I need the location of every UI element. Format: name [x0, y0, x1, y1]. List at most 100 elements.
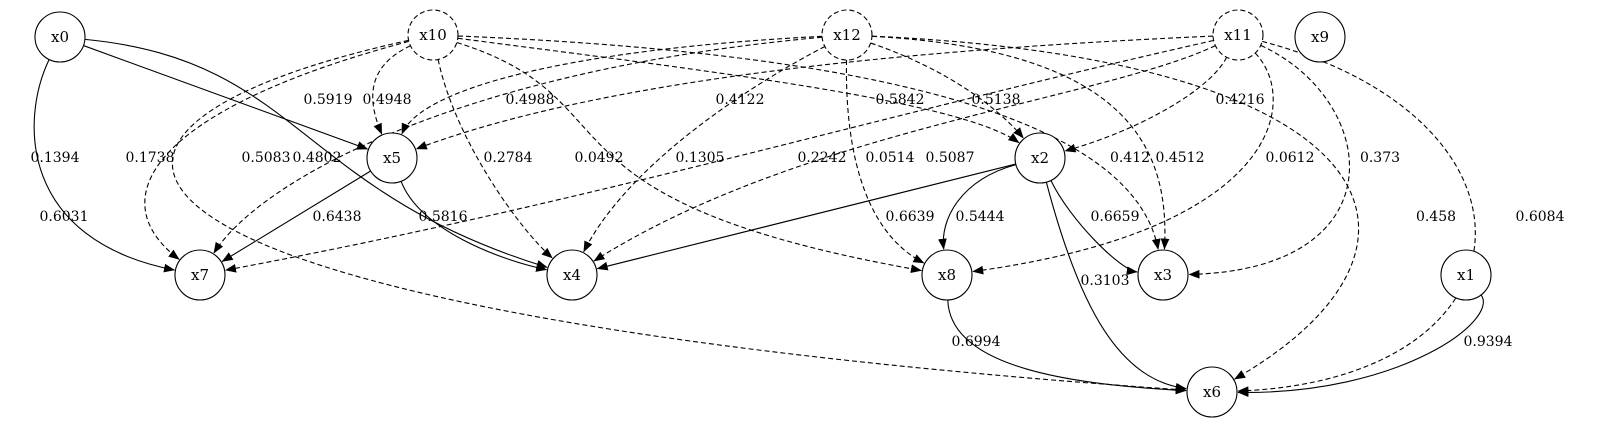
- node-circle-x6: [1186, 366, 1238, 418]
- edge-weight-label-x0-x5: 0.5919: [304, 92, 353, 108]
- node-label-x1: x1: [1457, 266, 1475, 284]
- edge-weight-label-x8-x6: 0.6994: [952, 334, 1001, 350]
- edge-x0-x4: [84, 38, 548, 269]
- node-label-x8: x8: [938, 266, 956, 284]
- edge-weight-label-x5-x4: 0.5816: [419, 209, 468, 225]
- edge-x2-x8: [938, 164, 1017, 250]
- edge-x11-x7: [225, 39, 1214, 273]
- node-circle-x11: [1212, 9, 1264, 61]
- edge-weight-label-x10-x8: 0.0492: [575, 150, 624, 166]
- node-label-x7: x7: [191, 266, 209, 284]
- edge-x12-x8: [845, 59, 925, 264]
- node-circle-x10: [407, 9, 459, 61]
- edge-weight-label-x0-x7: 0.1394: [31, 150, 80, 166]
- edge-x0-x7: [33, 59, 176, 273]
- node-layer: x0 x10 x12 x11 x9 x5 x2 x7 x4 x8 x3 x1 x6: [34, 9, 1492, 418]
- edge-weight-label-x10-x3: 0.412: [1110, 150, 1150, 166]
- edge-weight-label-x10-x6: 0.6031: [40, 209, 89, 225]
- edge-x12-x5: [401, 35, 823, 135]
- node-label-x6: x6: [1203, 383, 1221, 401]
- node-circle-x8: [921, 249, 973, 301]
- node-x11: x11: [1212, 9, 1264, 61]
- edge-x12-x6: [871, 35, 1359, 380]
- node-circle-x1: [1440, 249, 1492, 301]
- edge-weight-label-x10-x2: 0.5842: [876, 92, 925, 108]
- edge-x11-x2: [1064, 57, 1228, 153]
- edge-weight-label-x12-x6: 0.458: [1416, 209, 1456, 225]
- edge-weight-label-x12-x2: 0.5138: [972, 92, 1021, 108]
- node-label-x2: x2: [1031, 149, 1049, 167]
- edge-x5-x4: [400, 181, 548, 272]
- node-circle-x9: [1294, 11, 1346, 63]
- edge-weight-label-x12-x5: 0.4988: [506, 92, 555, 108]
- edge-weight-label-x11-x3: 0.373: [1360, 150, 1400, 166]
- node-x3: x3: [1137, 249, 1189, 301]
- edge-weight-label-x0-x4: 0.4802: [293, 150, 342, 166]
- node-label-x0: x0: [51, 28, 69, 46]
- edge-weight-label-x2-x4: 0.6639: [886, 209, 935, 225]
- node-circle-x5: [366, 132, 418, 184]
- node-label-x3: x3: [1154, 266, 1172, 284]
- node-label-x4: x4: [563, 266, 581, 284]
- node-x10: x10: [407, 9, 459, 61]
- node-label-x10: x10: [419, 26, 447, 44]
- edge-x11-x5: [415, 35, 1214, 150]
- edge-x11-x4: [593, 45, 1216, 262]
- edge-x11-x8: [972, 52, 1274, 275]
- edge-x2-x6: [1045, 182, 1187, 392]
- node-x8: x8: [921, 249, 973, 301]
- edge-weight-label-x5-x7: 0.6438: [313, 209, 362, 225]
- edge-weight-label-x2-x3: 0.6659: [1091, 209, 1140, 225]
- edge-weight-label-x1-x6: 0.9394: [1464, 334, 1513, 350]
- edge-weight-label-x12-x7: 0.5083: [242, 150, 291, 166]
- node-circle-x12: [821, 9, 873, 61]
- edge-weight-label-x10-x4: 0.2784: [484, 150, 533, 166]
- node-x7: x7: [174, 249, 226, 301]
- edge-weight-label-x10-x5: 0.4948: [363, 92, 412, 108]
- edge-x10-x3: [457, 35, 1161, 250]
- edge-x0-x5: [83, 45, 369, 150]
- edge-x10-x2: [457, 37, 1020, 144]
- node-x2: x2: [1014, 132, 1066, 184]
- edge-x1-x6: [1237, 294, 1484, 397]
- edge-weight-label-x11-x6: 0.6084: [1516, 209, 1565, 225]
- node-circle-x2: [1014, 132, 1066, 184]
- node-x1: x1: [1440, 249, 1492, 301]
- edge-x12-x2: [870, 42, 1024, 139]
- edge-x2-x3: [1050, 180, 1138, 276]
- edge-x11-x6: [1237, 40, 1476, 396]
- edge-weight-label-x11-x5: 0.1305: [676, 150, 725, 166]
- edge-x12-x4: [583, 45, 826, 253]
- edge-weight-label-x11-x4: 0.5087: [926, 150, 975, 166]
- edge-x11-x3: [1188, 44, 1350, 279]
- node-label-x11: x11: [1224, 26, 1252, 44]
- node-x4: x4: [546, 249, 598, 301]
- node-circle-x3: [1137, 249, 1189, 301]
- node-x5: x5: [366, 132, 418, 184]
- edge-x12-x3: [871, 35, 1170, 250]
- node-circle-x4: [546, 249, 598, 301]
- node-x12: x12: [821, 9, 873, 61]
- edge-weight-label-x10-x7: 0.1738: [126, 150, 175, 166]
- node-label-x5: x5: [383, 149, 401, 167]
- node-circle-x7: [174, 249, 226, 301]
- edge-weight-label-x11-x7: 0.2242: [798, 150, 847, 166]
- edge-x8-x6: [947, 299, 1187, 395]
- edge-x2-x4: [596, 163, 1016, 271]
- node-x9: x9: [1294, 11, 1346, 63]
- edge-x5-x7: [221, 170, 371, 262]
- edge-weight-label-x11-x8: 0.0612: [1266, 150, 1315, 166]
- edge-x10-x5: [372, 45, 411, 135]
- edge-x10-x8: [456, 41, 922, 274]
- edge-x12-x7: [213, 36, 823, 254]
- edge-x10-x7: [144, 40, 409, 260]
- edge-weight-label-x2-x6: 0.3103: [1081, 273, 1130, 289]
- edge-weight-label-x2-x8: 0.5444: [956, 209, 1005, 225]
- edge-weight-label-x12-x4: 0.4122: [716, 92, 765, 108]
- node-label-x12: x12: [833, 26, 861, 44]
- edge-x10-x4: [437, 59, 553, 259]
- edge-weight-label-x12-x8: 0.0514: [866, 150, 915, 166]
- node-circle-x0: [34, 11, 86, 63]
- node-x0: x0: [34, 11, 86, 63]
